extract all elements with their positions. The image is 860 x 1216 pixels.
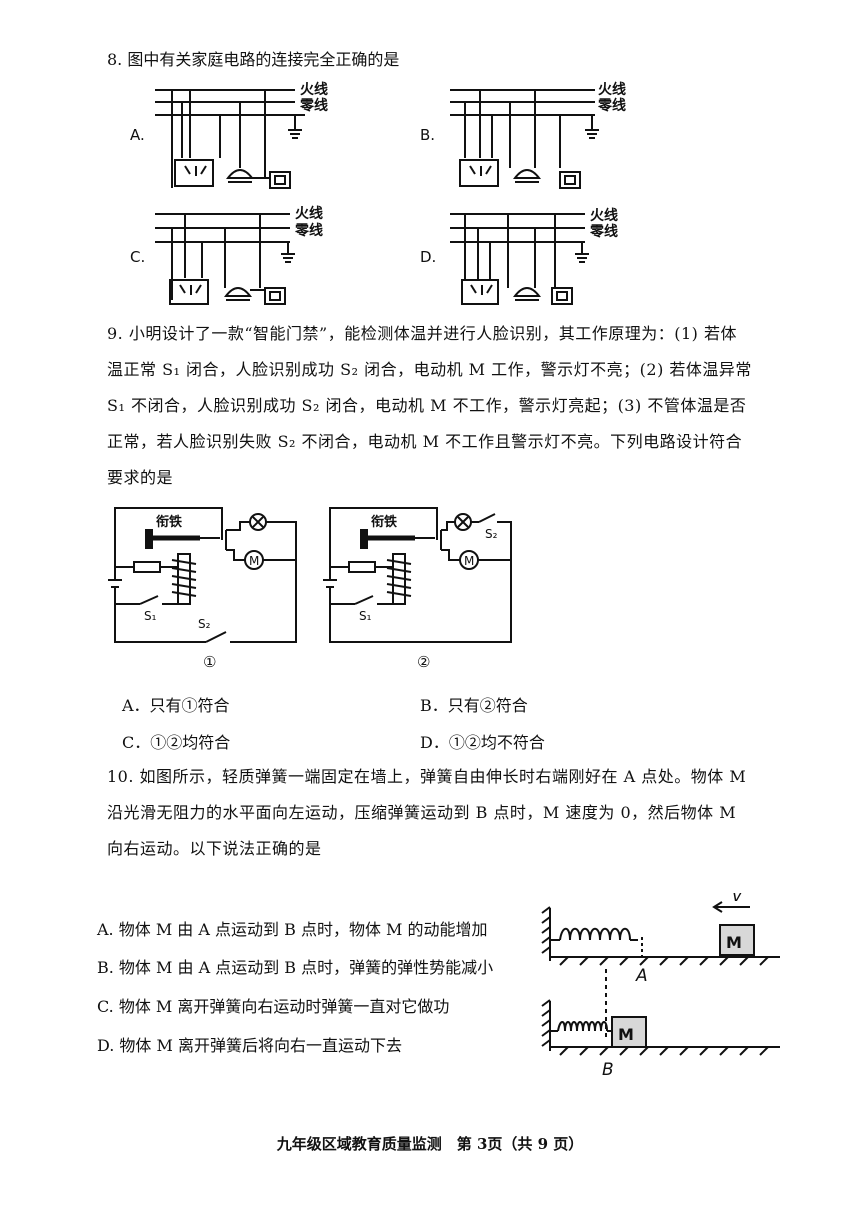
q9-s1-label-1: S₁ <box>144 609 157 623</box>
q9-circuit-1-diagram: 衔铁 M S₁ S₂ <box>108 507 297 643</box>
q8-circuit-c: C. 火线 零线 <box>130 200 450 314</box>
q9-option-b: B．只有②符合 <box>420 696 528 715</box>
q8-neutral-wire-label-b: 零线 <box>597 97 626 114</box>
q8-option-d-label: D. <box>420 248 436 266</box>
q9-option-d: D．①②均不符合 <box>420 733 545 752</box>
page-footer: 九年级区域教育质量监测 第 3页（共 9 页） <box>276 1135 584 1153</box>
q10-option-d: D. 物体 M 离开弹簧后将向右一直运动下去 <box>97 1036 402 1055</box>
q10-block-label-top: M <box>726 933 742 952</box>
q8-circuit-a: A. 火线 零线 <box>130 78 450 202</box>
q9-option-a: A．只有①符合 <box>122 696 230 715</box>
q8-option-a-label: A. <box>130 126 145 144</box>
q9-stem: 9. 小明设计了一款“智能门禁”，能检测体温并进行人脸识别，其工作原理为：(1)… <box>107 316 767 496</box>
q8-neutral-wire-label-d: 零线 <box>589 223 618 240</box>
q10-spring-diagram: M M v A B <box>540 886 790 1087</box>
q9-s2-label-2: S₂ <box>485 527 498 541</box>
q8-circuit-b-diagram: B. 火线 零线 <box>420 81 626 189</box>
q8-neutral-wire-label-c: 零线 <box>294 222 323 239</box>
q10-point-a-label: A <box>635 966 648 986</box>
q9-circuit-2: 衔铁 M S₁ S₂ <box>315 500 525 654</box>
q9-motor-label-1: M <box>249 554 259 568</box>
q9-stem-line: 正常，若人脸识别失败 S₂ 不闭合，电动机 M 不工作且警示灯不亮。下列电路设计… <box>107 432 743 451</box>
q8-circuit-d: D. 火线 零线 <box>420 200 740 314</box>
q8-option-c-label: C. <box>130 248 145 266</box>
q8-option-b-label: B. <box>420 126 435 144</box>
q9-armature-label-1: 衔铁 <box>156 514 182 530</box>
q9-stem-line: 要求的是 <box>107 468 174 487</box>
q8-live-wire-label-d: 火线 <box>590 207 618 224</box>
q9-circuit-2-label: ② <box>417 653 431 671</box>
q10-stem-line: 10. 如图所示，轻质弹簧一端固定在墙上，弹簧自由伸长时右端刚好在 A 点处。物… <box>107 767 747 786</box>
q9-motor-label-2: M <box>464 554 474 568</box>
q8-circuit-a-diagram: A. 火线 零线 <box>130 81 328 189</box>
q8-live-wire-label-b: 火线 <box>598 81 626 98</box>
q9-stem-line: 9. 小明设计了一款“智能门禁”，能检测体温并进行人脸识别，其工作原理为：(1)… <box>107 324 737 343</box>
q8-neutral-wire-label-a: 零线 <box>299 97 328 114</box>
q9-armature-label-2: 衔铁 <box>371 514 397 530</box>
q9-circuit-1: 衔铁 M S₁ S₂ <box>100 500 310 654</box>
q9-stem-line: S₁ 不闭合，人脸识别成功 S₂ 闭合，电动机 M 不工作，警示灯亮起；(3) … <box>107 396 747 415</box>
q10-stem-line: 向右运动。以下说法正确的是 <box>107 839 322 858</box>
q10-point-b-label: B <box>602 1060 614 1080</box>
q10-stem: 10. 如图所示，轻质弹簧一端固定在墙上，弹簧自由伸长时右端刚好在 A 点处。物… <box>107 759 767 867</box>
q10-option-b: B. 物体 M 由 A 点运动到 B 点时，弹簧的弹性势能减小 <box>97 958 494 977</box>
q8-circuit-b: B. 火线 零线 <box>420 78 740 202</box>
q9-circuit-2-diagram: 衔铁 M S₁ S₂ <box>323 507 512 643</box>
q10-velocity-label: v <box>732 893 743 906</box>
q8-live-wire-label-c: 火线 <box>295 205 323 222</box>
q8-circuit-c-diagram: C. 火线 零线 <box>130 205 323 305</box>
q10-stem-line: 沿光滑无阻力的水平面向左运动，压缩弹簧运动到 B 点时，M 速度为 0，然后物体… <box>107 803 737 822</box>
q10-block-label-bottom: M <box>618 1025 634 1044</box>
q9-s2-label-1: S₂ <box>198 617 211 631</box>
q10-spring-diagram-svg: M M v A B <box>541 886 780 1080</box>
q9-option-c: C．①②均符合 <box>122 733 231 752</box>
q9-stem-line: 温正常 S₁ 闭合，人脸识别成功 S₂ 闭合，电动机 M 工作，警示灯不亮；(2… <box>107 360 752 379</box>
q10-option-c: C. 物体 M 离开弹簧向右运动时弹簧一直对它做功 <box>97 997 450 1016</box>
q8-stem: 8. 图中有关家庭电路的连接完全正确的是 <box>107 50 400 69</box>
q9-s1-label-2: S₁ <box>359 609 372 623</box>
q8-live-wire-label-a: 火线 <box>300 81 328 98</box>
q9-circuit-1-label: ① <box>203 653 217 671</box>
q10-option-a: A. 物体 M 由 A 点运动到 B 点时，物体 M 的动能增加 <box>97 920 488 939</box>
q8-circuit-d-diagram: D. 火线 零线 <box>420 207 618 305</box>
